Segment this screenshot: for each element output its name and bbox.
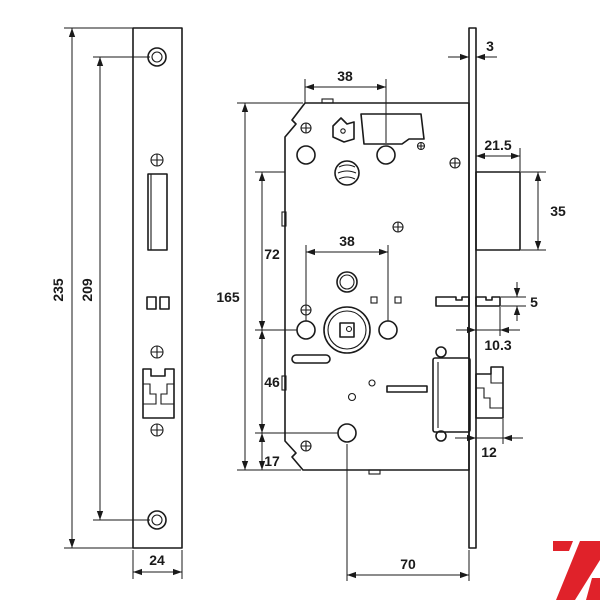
dimension-slot-projection: 10.3 bbox=[456, 307, 520, 353]
case-side-notch-lower bbox=[281, 375, 287, 391]
upper-spindle-hole bbox=[336, 271, 358, 293]
rivet-cross bbox=[393, 222, 403, 232]
dimension-label-middle: 46 bbox=[264, 374, 280, 390]
guide-slot bbox=[291, 354, 331, 364]
small-pin-upper bbox=[368, 379, 376, 387]
dimension-label: 21.5 bbox=[484, 137, 511, 153]
spring-coils bbox=[337, 164, 357, 180]
bottom-screw-hole-inner bbox=[151, 514, 163, 526]
middle-right-hole bbox=[378, 320, 398, 340]
inner-slot-bolt bbox=[435, 296, 470, 307]
dimension-latch-height: 35 bbox=[521, 171, 566, 251]
top-screw-hole-inner bbox=[151, 51, 163, 63]
upper-left-hole bbox=[296, 145, 316, 165]
rivet-mark bbox=[449, 157, 461, 169]
middle-left-hole bbox=[296, 320, 316, 340]
dimension-faceplate-width: 24 bbox=[132, 550, 183, 579]
fixing-mark-cross bbox=[151, 154, 163, 166]
outer-slot-bolt bbox=[475, 296, 501, 307]
dimension-label: 35 bbox=[550, 203, 566, 219]
lock-case-side-view bbox=[281, 27, 521, 549]
deadbolt-steps bbox=[476, 374, 503, 409]
upper-spindle-hole-inner bbox=[339, 274, 355, 290]
lever-slot bbox=[386, 385, 428, 393]
small-square-right bbox=[394, 296, 402, 304]
dimension-case-height: 165 bbox=[216, 102, 303, 471]
dimension-latch-projection: 21.5 bbox=[476, 137, 521, 172]
dimension-label: 3 bbox=[486, 38, 494, 54]
faceplate-outline bbox=[132, 27, 183, 549]
spindle-hub-dot bbox=[345, 325, 353, 333]
upper-fixing-mark bbox=[150, 153, 164, 167]
rivet-mark bbox=[392, 221, 404, 233]
rivet-cross bbox=[301, 441, 311, 451]
spindle-follower-inner bbox=[327, 310, 367, 350]
brand-logo-icon bbox=[553, 541, 600, 600]
spring-housing bbox=[334, 160, 360, 186]
latch-cam bbox=[360, 113, 425, 145]
dimension-label-lower: 17 bbox=[264, 453, 280, 469]
upper-right-hole bbox=[376, 145, 396, 165]
deadbolt-opening-steps-right bbox=[160, 383, 174, 405]
dimension-label: 38 bbox=[337, 68, 353, 84]
rivet-cross bbox=[301, 123, 311, 133]
logo-bar bbox=[553, 541, 573, 551]
dimension-chain-vertical: 72 46 17 bbox=[255, 171, 338, 470]
logo-right-part bbox=[586, 578, 600, 600]
case-top-tab bbox=[321, 98, 334, 104]
dimension-backset: 70 bbox=[346, 444, 470, 581]
deadbolt-opening-steps-left bbox=[143, 383, 157, 405]
small-square-left bbox=[370, 296, 378, 304]
fixing-mark-cross bbox=[151, 424, 163, 436]
dimension-deadbolt-projection: 12 bbox=[455, 419, 523, 460]
cam-pin bbox=[416, 141, 426, 151]
deadbolt-housing-pin-top bbox=[435, 346, 447, 358]
deadbolt-housing-pin-bottom bbox=[435, 430, 447, 442]
lower-fixing-mark bbox=[150, 423, 164, 437]
deadbolt-opening bbox=[142, 368, 175, 419]
deadbolt-housing bbox=[432, 357, 471, 433]
dimension-label: 235 bbox=[50, 278, 66, 302]
fixing-mark-cross bbox=[151, 346, 163, 358]
rivet-mark bbox=[300, 440, 312, 452]
dimension-label: 38 bbox=[339, 233, 355, 249]
spindle-square-hub bbox=[339, 322, 355, 338]
dimension-screw-spacing: 209 bbox=[79, 56, 150, 521]
top-screw-hole bbox=[147, 47, 167, 67]
rivet-mark bbox=[300, 122, 312, 134]
small-pin-lower bbox=[347, 392, 357, 402]
logo-leg bbox=[556, 541, 600, 600]
dimension-faceplate-height: 235 bbox=[50, 27, 133, 549]
latch-opening bbox=[147, 173, 168, 251]
slot-opening-left bbox=[146, 296, 157, 310]
dimension-label: 5 bbox=[530, 294, 538, 310]
spindle-follower-outer bbox=[323, 306, 371, 354]
dimension-label-upper: 72 bbox=[264, 246, 280, 262]
detent-pivot bbox=[340, 128, 346, 134]
dimension-slot-height: 5 bbox=[501, 282, 538, 321]
lower-hole bbox=[337, 423, 357, 443]
detent-lever bbox=[332, 117, 355, 143]
faceplate-front-view bbox=[132, 27, 183, 549]
latch-bolt bbox=[475, 171, 521, 251]
dimension-label: 12 bbox=[481, 444, 497, 460]
dimension-middle-hole-spacing: 38 bbox=[305, 233, 389, 321]
case-side-notch-upper bbox=[281, 211, 287, 227]
bottom-screw-hole bbox=[147, 510, 167, 530]
dimension-label: 70 bbox=[400, 556, 416, 572]
dimension-upper-hole-spacing: 38 bbox=[304, 68, 387, 143]
case-bottom-tab bbox=[368, 469, 381, 475]
dimension-label: 165 bbox=[216, 289, 240, 305]
deadbolt bbox=[475, 366, 504, 419]
middle-fixing-mark bbox=[150, 345, 164, 359]
faceplate-side bbox=[468, 27, 477, 549]
slot-opening-right bbox=[159, 296, 170, 310]
dimension-plate-thickness: 3 bbox=[448, 38, 497, 61]
rivet-cross bbox=[450, 158, 460, 168]
dimension-label: 209 bbox=[79, 278, 95, 302]
dimension-label: 10.3 bbox=[484, 337, 511, 353]
cam-pin-cross bbox=[417, 142, 425, 150]
dimension-label: 24 bbox=[149, 552, 165, 568]
